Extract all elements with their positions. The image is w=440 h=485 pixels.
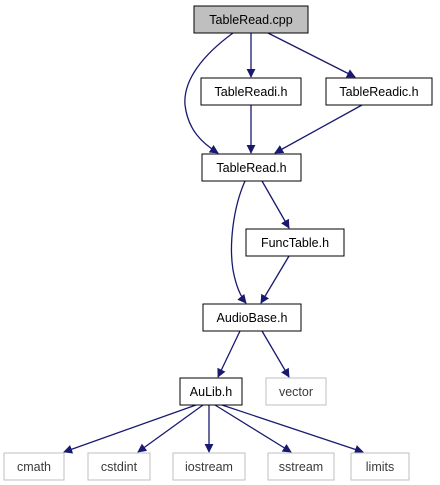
node-box bbox=[3, 452, 65, 481]
node-tableread-h[interactable]: TableRead.h bbox=[201, 153, 302, 182]
node-label: AuLib.h bbox=[190, 385, 232, 399]
node-box bbox=[267, 452, 335, 481]
node-functable-h[interactable]: FuncTable.h bbox=[245, 228, 345, 257]
node-cmath: cmath bbox=[3, 452, 65, 481]
node-label: AudioBase.h bbox=[217, 311, 288, 325]
node-label: cmath bbox=[17, 460, 51, 474]
node-cstdint: cstdint bbox=[87, 452, 151, 481]
node-box bbox=[193, 5, 309, 34]
edge-functable-h-to-audiobase-h bbox=[260, 255, 290, 304]
node-tablereadi-h[interactable]: TableReadi.h bbox=[200, 77, 302, 106]
node-label: TableReadi.h bbox=[215, 85, 288, 99]
node-label: TableRead.h bbox=[216, 161, 286, 175]
edge-audiobase-h-to-aulib-h bbox=[217, 330, 241, 378]
edge-aulib-h-to-limits bbox=[221, 404, 364, 454]
edge-tableread-cpp-to-tablereadic-h bbox=[267, 32, 356, 78]
node-limits: limits bbox=[350, 452, 410, 481]
node-aulib-h[interactable]: AuLib.h bbox=[179, 377, 243, 406]
edges-layer bbox=[63, 32, 364, 454]
node-label: TableRead.cpp bbox=[209, 13, 292, 27]
node-box bbox=[87, 452, 151, 481]
node-box bbox=[245, 228, 345, 257]
node-label: TableReadic.h bbox=[339, 85, 418, 99]
edge-aulib-h-to-sstream bbox=[214, 404, 292, 453]
node-label: iostream bbox=[185, 460, 233, 474]
node-tablereadic-h[interactable]: TableReadic.h bbox=[325, 77, 433, 106]
edge-tableread-h-to-audiobase-h bbox=[230, 180, 247, 304]
node-label: cstdint bbox=[101, 460, 138, 474]
edge-tableread-h-to-functable-h bbox=[261, 180, 290, 229]
node-box bbox=[179, 377, 243, 406]
node-box bbox=[200, 77, 302, 106]
node-iostream: iostream bbox=[172, 452, 246, 481]
node-label: sstream bbox=[279, 460, 323, 474]
node-label: limits bbox=[366, 460, 394, 474]
edge-audiobase-h-to-vector bbox=[261, 330, 290, 378]
edge-aulib-h-to-cstdint bbox=[137, 404, 204, 453]
node-box bbox=[265, 377, 327, 406]
node-box bbox=[350, 452, 410, 481]
node-audiobase-h[interactable]: AudioBase.h bbox=[202, 303, 302, 332]
node-label: vector bbox=[279, 385, 313, 399]
node-box bbox=[202, 303, 302, 332]
node-box bbox=[201, 153, 302, 182]
node-box bbox=[172, 452, 246, 481]
node-box bbox=[325, 77, 433, 106]
node-sstream: sstream bbox=[267, 452, 335, 481]
edge-aulib-h-to-cmath bbox=[63, 404, 197, 454]
node-vector: vector bbox=[265, 377, 327, 406]
edge-tablereadic-h-to-tableread-h bbox=[274, 104, 363, 154]
node-label: FuncTable.h bbox=[261, 236, 329, 250]
edge-tableread-cpp-to-tableread-h bbox=[184, 32, 234, 154]
node-tableread-cpp[interactable]: TableRead.cpp bbox=[193, 5, 309, 34]
